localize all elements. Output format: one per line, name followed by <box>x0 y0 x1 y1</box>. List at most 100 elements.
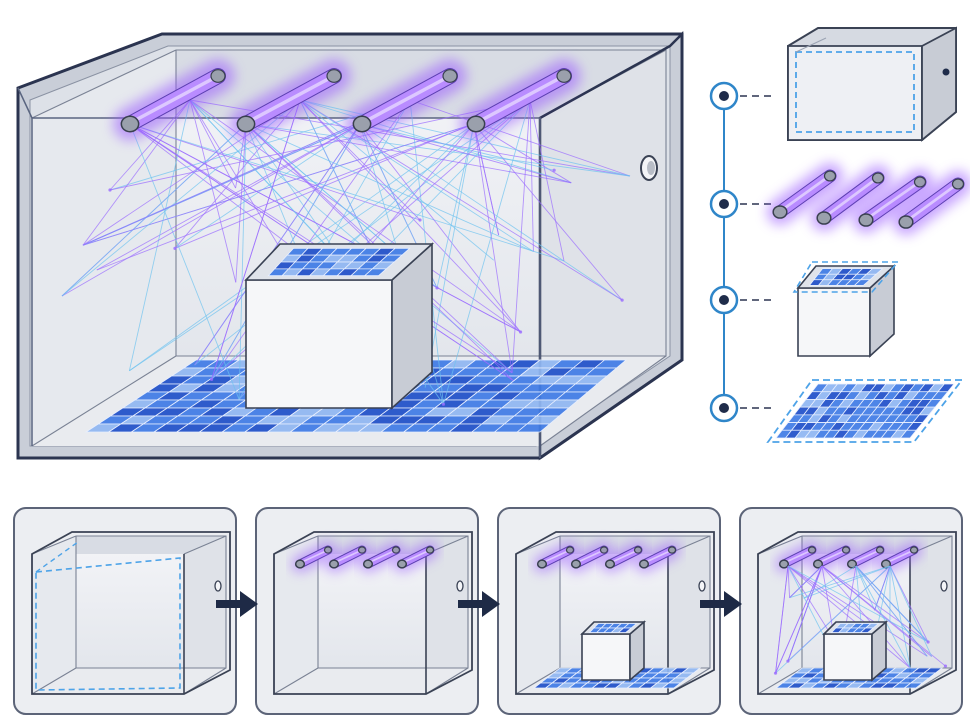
uv-ray <box>787 565 911 669</box>
lamp-highlight <box>246 75 334 124</box>
uv-lamp-icon <box>892 170 970 236</box>
lamp-cap <box>913 176 927 188</box>
uv-ray <box>511 99 531 373</box>
depth-edge <box>273 535 319 555</box>
right-arrow-icon <box>216 591 258 617</box>
target-object-cube <box>244 242 435 410</box>
lamp-cap <box>570 559 582 569</box>
lamp-cap <box>841 546 851 554</box>
depth-edge <box>183 535 227 555</box>
floor-tile <box>516 423 551 433</box>
lamp-cap <box>396 559 408 569</box>
uv-ray <box>436 123 475 289</box>
lamp-cap <box>236 115 256 133</box>
main-lamp-array <box>113 59 581 141</box>
lamp-highlight <box>369 550 395 563</box>
lamp-highlight <box>335 550 361 563</box>
depth-edge <box>31 49 177 119</box>
lamp-cap <box>210 69 226 83</box>
sequence-panel <box>497 507 721 715</box>
uv-ray <box>889 565 911 669</box>
ray-point <box>435 286 439 290</box>
lamp-cap <box>909 546 919 554</box>
target-node-icon <box>709 189 774 219</box>
uv-lamp-icon <box>459 59 581 141</box>
right-arrow-icon <box>700 591 742 617</box>
legend-group <box>709 26 970 443</box>
lamp-cap <box>466 115 486 133</box>
mini-chamber-frame <box>757 531 957 695</box>
uv-ray <box>299 99 421 221</box>
uv-ray <box>473 123 623 301</box>
uv-ray <box>82 99 191 246</box>
lamp-highlight <box>819 550 845 563</box>
lamp-cap <box>294 559 306 569</box>
uv-ray <box>96 123 475 271</box>
target-node-icon <box>709 81 774 111</box>
port-icon <box>456 580 464 592</box>
enclosure-side <box>921 26 957 142</box>
mini-chamber-frame <box>31 531 231 695</box>
ray-point <box>173 246 177 251</box>
uv-ray <box>409 99 631 177</box>
lamp-cap <box>599 546 609 554</box>
cube-front-face <box>823 633 873 681</box>
uv-lamp-icon <box>635 541 681 573</box>
uv-ray <box>359 123 572 184</box>
mini-lamp-array <box>775 541 923 573</box>
left-wall <box>516 536 560 694</box>
uv-ray <box>789 565 891 599</box>
uv-ray <box>299 99 572 184</box>
uv-ray <box>874 565 891 611</box>
floor <box>274 668 468 694</box>
port-icon-inner <box>647 161 655 175</box>
node-dot <box>719 403 729 413</box>
uv-ray <box>359 123 555 171</box>
arrow-shaft <box>458 600 482 608</box>
arrow-shaft <box>700 600 724 608</box>
uv-ray <box>245 123 631 177</box>
port-icon <box>214 580 222 592</box>
main-chamber <box>16 30 684 461</box>
uv-ray <box>129 123 240 400</box>
ray-point <box>552 168 556 172</box>
uv-ray <box>129 99 531 372</box>
lamp-cap <box>858 213 874 227</box>
ray-point <box>926 640 930 644</box>
uv-lamp-icon <box>766 162 844 226</box>
cube-dashed-outline <box>792 261 900 293</box>
floor-tile-grid <box>775 383 955 439</box>
uv-ray <box>855 565 929 643</box>
depth-edge <box>515 667 561 695</box>
uv-ray <box>211 99 411 380</box>
uv-lamp-icon <box>533 541 579 573</box>
ceiling <box>32 536 226 554</box>
lamp-cap <box>638 559 650 569</box>
uv-ray <box>299 99 494 261</box>
lamp-cap <box>875 546 885 554</box>
node-dot <box>719 91 729 101</box>
uv-ray <box>473 123 513 373</box>
uv-ray <box>359 123 623 301</box>
uv-ray <box>775 565 789 674</box>
lamp-highlight <box>853 550 879 563</box>
uv-ray <box>889 565 933 657</box>
ray-point <box>786 659 790 663</box>
floor-tile <box>661 682 682 689</box>
lamp-cap <box>778 559 790 569</box>
uv-ray <box>211 99 301 380</box>
lamp-cap <box>326 69 342 83</box>
lamp-highlight <box>785 550 811 563</box>
lamp-highlight <box>577 550 603 563</box>
node-dot <box>719 295 729 305</box>
depth-edge <box>31 355 177 447</box>
uv-lamp-icon <box>345 59 467 141</box>
uv-ray <box>128 99 191 371</box>
target-object-cube <box>580 620 647 682</box>
sequence-group <box>13 507 963 715</box>
enclosure-dashed-outline <box>795 51 915 133</box>
lamp-cap <box>425 546 435 554</box>
uv-lamp-icon <box>852 168 934 234</box>
